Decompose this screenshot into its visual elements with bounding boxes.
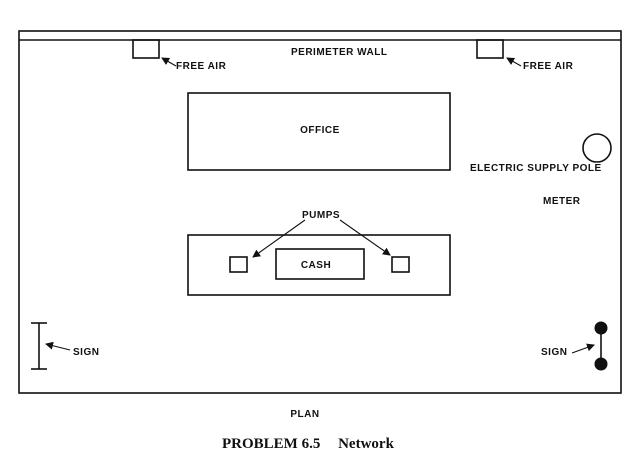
pumps-label: PUMPS — [302, 210, 340, 221]
electric-supply-pole-label: ELECTRIC SUPPLY POLE — [470, 163, 602, 174]
electric-supply-pole — [582, 133, 612, 163]
pump-right — [391, 256, 410, 273]
pump-left — [229, 256, 248, 273]
figure-caption: PROBLEM 6.5 Network — [222, 436, 395, 452]
pumps-arrow-left — [252, 219, 306, 258]
free-air-left-box — [132, 39, 160, 59]
perimeter-wall — [18, 30, 622, 394]
sign-left-label: SIGN — [73, 347, 99, 358]
office-label: OFFICE — [300, 125, 340, 136]
cash-booth — [275, 248, 365, 280]
free-air-left-arrow — [161, 57, 177, 67]
free-air-right-label: FREE AIR — [523, 61, 574, 72]
sign-right-arrow — [571, 343, 595, 354]
pump-island — [187, 234, 451, 296]
office-building — [187, 92, 451, 171]
free-air-right-box — [476, 39, 504, 59]
perimeter-wall-label: PERIMETER WALL — [291, 47, 387, 58]
caption-problem: PROBLEM 6.5 — [222, 436, 320, 452]
sign-right-bottom-post — [594, 357, 608, 371]
cash-label: CASH — [301, 260, 331, 271]
sign-right-top-post — [594, 321, 608, 335]
pumps-arrow-right — [339, 219, 391, 256]
sign-left-arrow — [45, 341, 71, 351]
meter-label: METER — [543, 196, 581, 207]
sign-right-label: SIGN — [541, 347, 567, 358]
free-air-right-arrow — [506, 57, 522, 67]
plan-label: PLAN — [290, 409, 319, 420]
caption-title: Network — [338, 436, 394, 452]
free-air-left-label: FREE AIR — [176, 61, 227, 72]
